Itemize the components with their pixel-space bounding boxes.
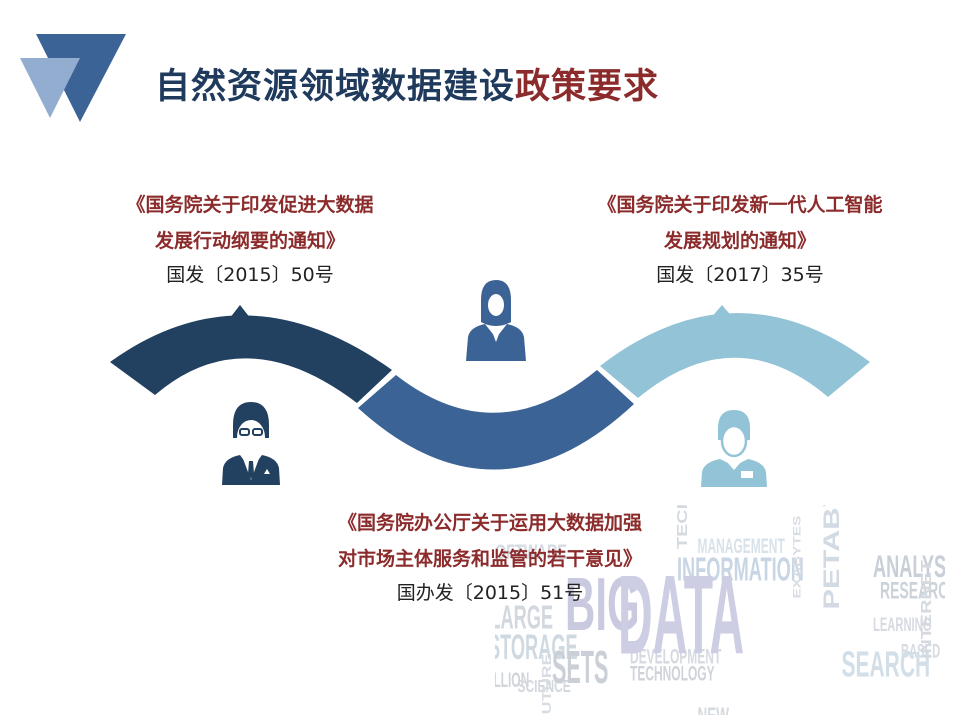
arc-segment-2 [358,370,634,470]
arc-pointer-up-1 [222,305,258,328]
businessman-with-glasses-icon [222,402,280,485]
svg-text:SEARCH: SEARCH [842,645,931,685]
svg-text:ANALYSIS: ANALYSIS [873,550,945,584]
svg-text:BASED: BASED [901,642,940,663]
page-title: 自然资源领域数据建设政策要求 [155,62,659,112]
arc-pointer-up-3 [704,305,740,326]
svg-text:INTERNET: INTERNET [918,560,935,659]
svg-text:STORAGE: STORAGE [495,628,578,667]
svg-text:RESEARCH: RESEARCH [880,578,945,605]
svg-text:NEW: NEW [698,704,729,715]
title-main: 自然资源领域数据建设 [155,67,516,107]
big-data-word-cloud: SOFTWARE LARGE STORAGE MILLION SCIENCE B… [495,505,945,715]
arc-pointer-down-2 [478,448,514,467]
svg-text:PETABYTES: PETABYTES [819,505,844,610]
svg-text:LARGE: LARGE [495,597,553,636]
policy-3-name-line1: 《国务院办公厅关于运用大数据加强 [337,512,642,534]
svg-text:FUTURE: FUTURE [540,654,554,715]
policy-2-code: 国发〔2017〕35号 [656,264,824,286]
svg-text:MILLION: MILLION [495,669,529,692]
svg-text:TECHNOLOGY: TECHNOLOGY [630,662,715,685]
businesswoman-icon [466,280,526,361]
policy-2-name-line1: 《国务院关于印发新一代人工智能 [597,194,883,216]
policy-2-name-line2: 发展规划的通知》 [663,230,816,252]
svg-text:DEVELOPMENT: DEVELOPMENT [630,645,722,668]
policy-3-code: 国办发〔2015〕51号 [396,582,584,604]
policy-1-name-line2: 发展行动纲要的通知》 [154,230,345,252]
svg-text:SOFTWARE: SOFTWARE [495,539,567,564]
policy-block-1: 《国务院关于印发促进大数据 发展行动纲要的通知》 国发〔2015〕50号 [100,187,400,291]
policy-block-3: 《国务院办公厅关于运用大数据加强 对市场主体服务和监管的若干意见》 国办发〔20… [305,505,675,609]
svg-text:BIG: BIG [565,562,640,646]
svg-text:TECHNOLOGIES: TECHNOLOGIES [674,505,691,549]
staff-with-badge-icon [701,410,767,487]
arc-segment-1 [110,315,392,403]
title-highlight: 政策要求 [515,67,660,107]
policy-block-2: 《国务院关于印发新一代人工智能 发展规划的通知》 国发〔2017〕35号 [575,187,905,291]
policy-1-code: 国发〔2015〕50号 [166,264,334,286]
svg-text:EXABYTES: EXABYTES [791,516,803,599]
policy-3-name-line2: 对市场主体服务和监管的若干意见》 [337,548,642,570]
svg-text:MANAGEMENT: MANAGEMENT [698,535,786,558]
svg-text:DATA: DATA [618,553,744,678]
svg-text:INFORMATION: INFORMATION [677,549,804,588]
svg-text:SCIENCE: SCIENCE [518,677,571,697]
logo-triangles-icon [20,34,126,122]
svg-text:LEARNING: LEARNING [873,615,931,636]
arc-segment-3 [600,312,870,398]
svg-text:SETS: SETS [552,641,608,694]
policy-1-name-line1: 《国务院关于印发促进大数据 [126,194,374,216]
